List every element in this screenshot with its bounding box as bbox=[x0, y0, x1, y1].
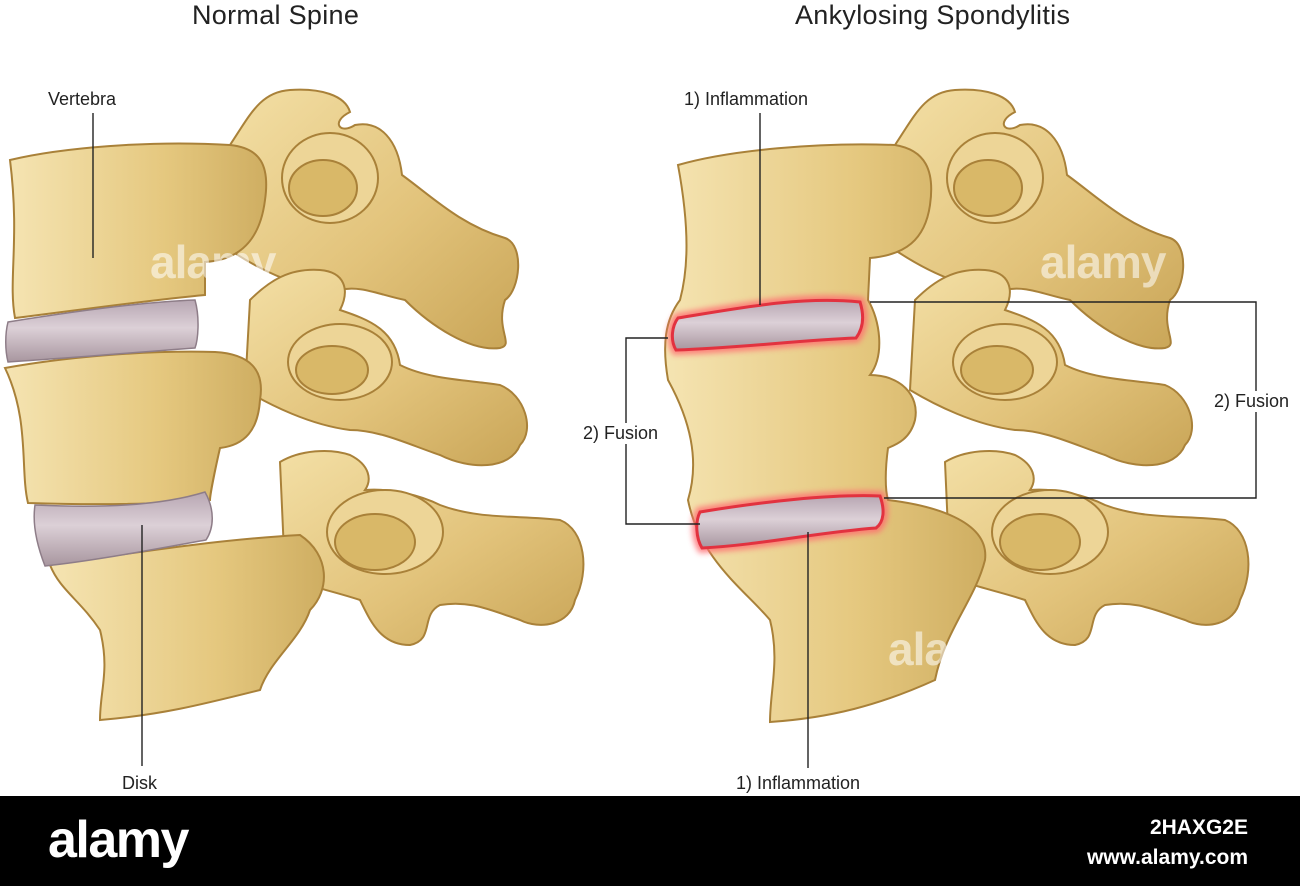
disk-lower bbox=[33, 491, 213, 567]
title-normal-spine: Normal Spine bbox=[192, 0, 360, 30]
site-url: www.alamy.com bbox=[1086, 846, 1248, 869]
label-inflammation-top: 1) Inflammation bbox=[684, 89, 809, 109]
disk-upper bbox=[5, 299, 199, 363]
label-disk: Disk bbox=[122, 773, 157, 793]
stock-footer-bar: alamy 2HAXG2E www.alamy.com bbox=[0, 796, 1300, 886]
inflamed-disk-lower bbox=[691, 490, 889, 554]
label-fusion-left: 2) Fusion bbox=[581, 423, 661, 444]
posterior-processes-right bbox=[894, 88, 1250, 647]
vertebral-bodies-left bbox=[3, 142, 325, 722]
spine-illustration bbox=[3, 88, 1257, 768]
watermark-text: alamy bbox=[150, 236, 276, 288]
watermark-text: alamy bbox=[888, 623, 1014, 675]
label-fusion-right: 2) Fusion bbox=[1212, 391, 1292, 412]
label-vertebra: Vertebra bbox=[48, 89, 117, 109]
inflamed-disk-upper bbox=[667, 295, 868, 356]
label-inflammation-bottom: 1) Inflammation bbox=[736, 773, 861, 793]
image-code: 2HAXG2E bbox=[1149, 816, 1248, 839]
normal-spine bbox=[3, 88, 585, 766]
posterior-processes-left bbox=[229, 88, 585, 647]
title-ankylosing-spondylitis: Ankylosing Spondylitis bbox=[795, 0, 1071, 30]
alamy-logo: alamy bbox=[48, 811, 189, 869]
watermark-text: alamy bbox=[1040, 236, 1166, 288]
fused-vertebral-bodies bbox=[664, 143, 987, 724]
ankylosing-spine bbox=[625, 88, 1257, 768]
